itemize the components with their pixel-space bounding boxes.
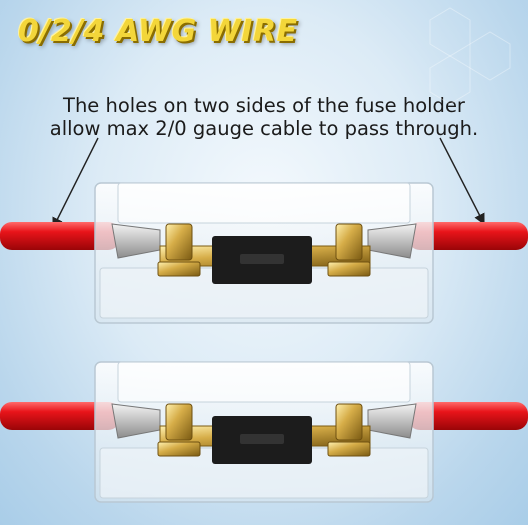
caption-line-2: allow max 2/0 gauge cable to pass throug… [49,117,479,140]
fuse-holder-top [0,182,528,324]
page-title: 0/2/4 AWG WIRE [18,14,298,49]
caption-line-1: The holes on two sides of the fuse holde… [63,94,465,117]
fuse-holder-bottom [0,361,528,503]
caption: The holes on two sides of the fuse holde… [0,94,528,140]
